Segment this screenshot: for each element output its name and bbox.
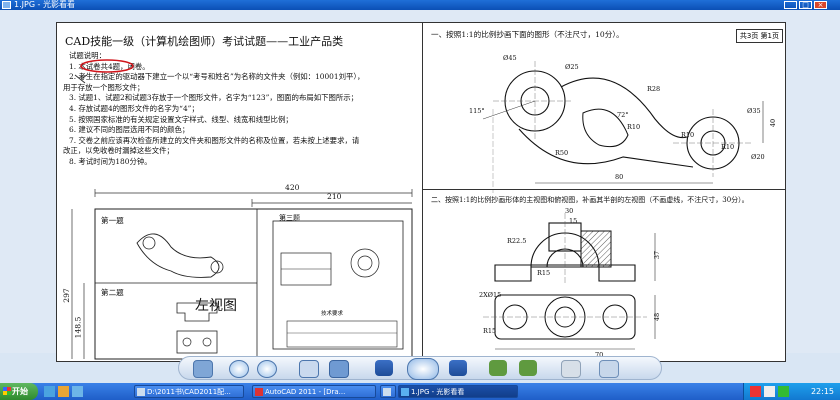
q1-dim: R10 <box>721 143 735 151</box>
q1-drawing <box>482 61 764 193</box>
q1-dim: R28 <box>647 85 661 93</box>
instruction-line: 8. 考试时间为180分钟。 <box>69 156 152 166</box>
q1-dim: R50 <box>555 149 569 157</box>
dim-420: 420 <box>285 183 300 192</box>
side-view-label: 左视图 <box>195 298 237 314</box>
instruction-line: 3. 试题1、试题2和试题3存放于一个图形文件，名字为“123”，图面的布局如下… <box>69 93 359 103</box>
rotate-right-button[interactable] <box>519 360 537 376</box>
next-image-button[interactable] <box>449 360 467 376</box>
instructions-heading: 试题说明： <box>69 51 106 60</box>
zoom-in-button[interactable] <box>229 360 249 378</box>
q2-dim: R15 <box>483 327 497 335</box>
section-divider <box>423 189 785 190</box>
taskbar-item-label: AutoCAD 2011 - [Dra... <box>265 388 346 396</box>
q2-layout-label: 第二题 <box>101 288 124 297</box>
instruction-line: 1. 本试卷共4题，闭卷。 <box>69 61 150 71</box>
q2-dim: 70 <box>595 351 604 359</box>
q1-layout-label: 第一题 <box>101 216 124 225</box>
exam-sheet: CAD技能一级（计算机绘图师）考试试题——工业产品类 试题说明： 1. 本试卷共… <box>56 22 786 362</box>
taskbar-item[interactable]: AutoCAD 2011 - [Dra... <box>252 385 376 398</box>
app-icon <box>2 1 11 9</box>
q1-dim: Ø35 <box>747 107 761 115</box>
dim-210: 210 <box>327 192 342 201</box>
close-button[interactable]: × <box>814 1 827 9</box>
q2-dim: 37 <box>653 250 662 260</box>
windows-flag-icon <box>3 387 11 395</box>
instruction-line: 用于存放一个图形文件； <box>63 82 145 92</box>
taskbar: 开始 D:\2011书\CAD2011配... AutoCAD 2011 - [… <box>0 383 840 400</box>
viewer-icon <box>401 388 409 396</box>
image-menu-button[interactable] <box>193 360 213 378</box>
window-title: 1.JPG - 光影看看 <box>14 0 75 9</box>
taskbar-item-active[interactable]: 1.JPG - 光影看看 <box>398 385 518 398</box>
tech-requirements-label: 技术要求 <box>321 311 344 317</box>
clock: 22:15 <box>810 387 834 396</box>
start-button[interactable]: 开始 <box>0 383 38 400</box>
instructions: 试题说明： 1. 本试卷共4题，闭卷。 2. 考生在指定的驱动器下建立一个以“考… <box>63 51 419 168</box>
q2-title: 二、按照1:1的比例抄画形体的主视图和俯视图，补画其半剖的左视图（不画虚线，不注… <box>431 196 749 204</box>
q1-dim: 115° <box>469 107 485 115</box>
q2-dim: 30 <box>565 207 574 215</box>
quick-launch-icon[interactable] <box>44 386 55 397</box>
tray-icon[interactable] <box>778 386 789 397</box>
exam-title: CAD技能一级（计算机绘图师）考试试题——工业产品类 <box>65 35 344 48</box>
q1-dim: R10 <box>627 123 641 131</box>
toolbar-pill <box>178 356 662 380</box>
minimize-button[interactable]: _ <box>784 1 797 9</box>
app-icon <box>383 388 391 396</box>
instruction-line: 2. 考生在指定的驱动器下建立一个以“考号和姓名”为名称的文件夹（例如：1000… <box>69 72 365 82</box>
zoom-out-button[interactable] <box>257 360 277 378</box>
taskbar-item-label: D:\2011书\CAD2011配... <box>147 388 231 396</box>
dim-148-5: 148.5 <box>73 316 83 339</box>
folder-icon <box>137 388 145 396</box>
system-tray: 22:15 <box>743 383 840 400</box>
q1-dim: Ø20 <box>751 153 765 161</box>
q2-dim: 15 <box>569 217 578 225</box>
q1-dim: Ø25 <box>565 63 579 71</box>
tray-icon[interactable] <box>764 386 775 397</box>
window-titlebar[interactable]: 1.JPG - 光影看看 _ □ × <box>0 0 840 10</box>
left-panel: CAD技能一级（计算机绘图师）考试试题——工业产品类 试题说明： 1. 本试卷共… <box>57 23 423 361</box>
instruction-line: 改正，以免收卷时漏掉这些文件； <box>63 146 174 156</box>
taskbar-item[interactable]: D:\2011书\CAD2011配... <box>134 385 244 398</box>
tray-icon[interactable] <box>750 386 761 397</box>
q2-dim: R22.5 <box>507 237 527 245</box>
layout-sketch <box>71 189 413 360</box>
delete-button[interactable] <box>561 360 581 378</box>
annotation-marks <box>74 59 134 84</box>
taskbar-item-label: 1.JPG - 光影看看 <box>411 388 465 396</box>
instruction-line: 4. 存放试题4的图形文件的名字为“4”； <box>69 103 199 113</box>
autocad-icon <box>255 388 263 396</box>
fit-window-button[interactable] <box>299 360 319 378</box>
taskbar-item[interactable] <box>380 385 396 398</box>
quick-launch-icon[interactable] <box>72 386 83 397</box>
q1-dim: 72° <box>617 111 629 119</box>
q1-title: 一、按照1:1的比例抄画下面的图形（不注尺寸，10分）。 <box>431 30 624 39</box>
previous-image-button[interactable] <box>375 360 393 376</box>
instruction-line: 6. 建议不同的图层选用不同的颜色； <box>69 125 190 135</box>
q2-dim: R15 <box>537 269 551 277</box>
q3-layout-label: 第三题 <box>279 214 300 222</box>
q2-drawing <box>483 213 656 350</box>
q1-dim: 80 <box>615 173 624 181</box>
page-counter: 共3页 第1页 <box>735 29 783 43</box>
more-button[interactable] <box>599 360 619 378</box>
q2-dim: 48 <box>653 312 662 322</box>
edit-button[interactable] <box>407 358 439 380</box>
start-label: 开始 <box>12 387 28 396</box>
actual-size-button[interactable] <box>329 360 349 378</box>
q1-dim: Ø45 <box>503 54 517 62</box>
q2-dim: 2XØ15 <box>479 291 502 299</box>
image-viewport[interactable]: CAD技能一级（计算机绘图师）考试试题——工业产品类 试题说明： 1. 本试卷共… <box>0 10 840 362</box>
maximize-button[interactable]: □ <box>799 1 812 9</box>
viewer-toolbar <box>0 353 840 383</box>
q1-dim: 40 <box>769 118 778 128</box>
instruction-line: 5. 按照国家标准的有关规定设置文字样式、线型、线宽和线型比例； <box>69 114 293 124</box>
quick-launch-icon[interactable] <box>58 386 69 397</box>
rotate-left-button[interactable] <box>489 360 507 376</box>
q1-dim: R10 <box>681 131 695 139</box>
instruction-line: 7. 交卷之前应该再次检查所建立的文件夹和图形文件的名称及位置，若未按上述要求，… <box>69 135 360 145</box>
dim-297: 297 <box>61 288 71 303</box>
